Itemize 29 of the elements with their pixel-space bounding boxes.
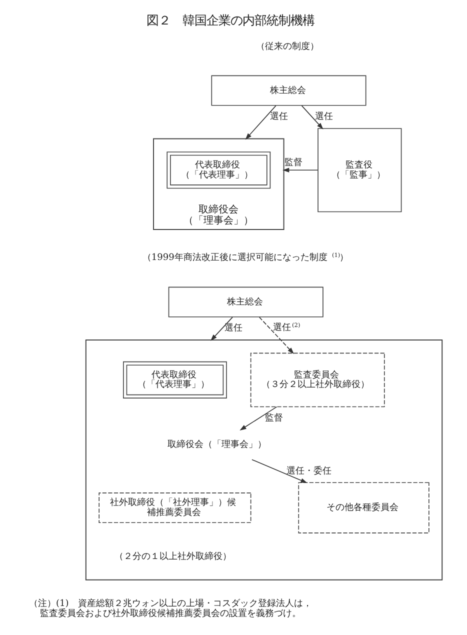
label: （従来の制度） bbox=[256, 42, 320, 52]
arrow bbox=[301, 105, 324, 130]
node-label: （２分の１以上社外取締役） bbox=[114, 552, 232, 562]
edge-label: 選任 bbox=[224, 324, 242, 334]
node-text: 取締役会（「理事会」） bbox=[168, 440, 267, 450]
edge-label: 監督 bbox=[264, 414, 283, 424]
label: （注）(1) 資産総額２兆ウォン以上の上場・コスダック登録法人は，監査委員会および社外取締役候補推薦委員会の設置を義務づけ。 bbox=[29, 599, 312, 620]
node-box: 代表取締役 （「代表理事」） bbox=[123, 361, 227, 399]
edge-label: 選任・委任 bbox=[286, 466, 332, 476]
node-box: 監査委員会 （３分２以上社外取締役） bbox=[250, 352, 385, 408]
edge-label: 選任 bbox=[315, 112, 334, 122]
arrow bbox=[252, 459, 308, 484]
arrow bbox=[258, 316, 294, 354]
node-box: その他各種委員会 bbox=[298, 482, 430, 534]
label: （1999年商法改正後に選択可能になった制度$^{(1)}$） bbox=[142, 252, 348, 263]
edge-label: 選任 bbox=[270, 112, 288, 122]
node-box: 監査役 （「監事」） bbox=[318, 128, 402, 212]
node-box: 代表取締役 （「代表理事」） bbox=[166, 152, 271, 189]
diagram-title: 図２ 韓国企業の内部統制機構 bbox=[146, 14, 315, 28]
node-box: 株主総会 bbox=[168, 286, 324, 318]
node-box: 社外取締役（「社外理事」）候補推薦委員会 bbox=[98, 492, 252, 524]
arrow bbox=[240, 406, 278, 430]
edge-label: 監督 bbox=[284, 158, 303, 168]
arrow bbox=[245, 105, 276, 140]
cluster bbox=[85, 339, 443, 580]
edge-label: 選任$^{(2)}$ bbox=[273, 322, 300, 333]
node-box: 株主総会 bbox=[211, 75, 366, 106]
arrow bbox=[210, 316, 233, 341]
arrow bbox=[282, 168, 318, 172]
